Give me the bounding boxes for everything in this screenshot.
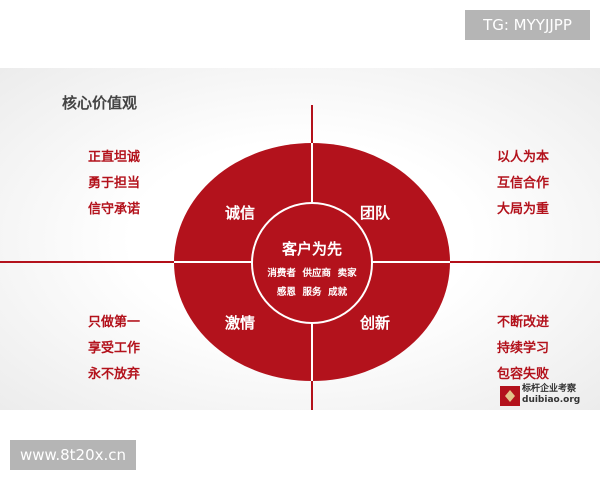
bottom-right-list: 不断改进 持续学习 包容失败 — [497, 310, 549, 388]
slide-title: 核心价值观 — [62, 94, 138, 112]
top-right-list: 以人为本 互信合作 大局为重 — [497, 145, 549, 223]
quadrant-innovation: 创新 — [359, 314, 390, 332]
center-title: 客户为先 — [281, 240, 342, 258]
list-item: 永不放弃 — [88, 367, 141, 382]
list-item: 大局为重 — [497, 202, 550, 217]
list-item: 只做第一 — [88, 315, 141, 330]
watermark-site: www.8t20x.cn — [10, 440, 136, 470]
list-item: 勇于担当 — [88, 176, 141, 191]
list-item: 包容失败 — [497, 367, 550, 382]
center-line-1: 消费者 供应商 卖家 — [267, 267, 357, 279]
center-circle — [251, 202, 373, 324]
list-item: 信守承诺 — [88, 202, 141, 217]
logo: 标杆企业考察 duibiao.org — [522, 384, 580, 406]
bottom-left-list: 只做第一 享受工作 永不放弃 — [88, 310, 140, 388]
list-item: 持续学习 — [497, 341, 550, 356]
center-line-2: 感恩 服务 成就 — [277, 286, 348, 298]
quadrant-integrity: 诚信 — [225, 204, 255, 222]
list-item: 享受工作 — [88, 341, 141, 356]
logo-domain: duibiao.org — [522, 395, 581, 405]
logo-icon — [500, 386, 520, 406]
list-item: 以人为本 — [497, 150, 550, 165]
watermark-tag: TG: MYYJJPP — [465, 10, 590, 40]
top-left-list: 正直坦诚 勇于担当 信守承诺 — [88, 145, 140, 223]
logo-name: 标杆企业考察 — [522, 384, 577, 394]
list-item: 互信合作 — [497, 176, 550, 191]
quadrant-team: 团队 — [360, 204, 391, 222]
list-item: 正直坦诚 — [88, 150, 141, 165]
list-item: 不断改进 — [497, 315, 550, 330]
quadrant-passion: 激情 — [225, 314, 255, 332]
